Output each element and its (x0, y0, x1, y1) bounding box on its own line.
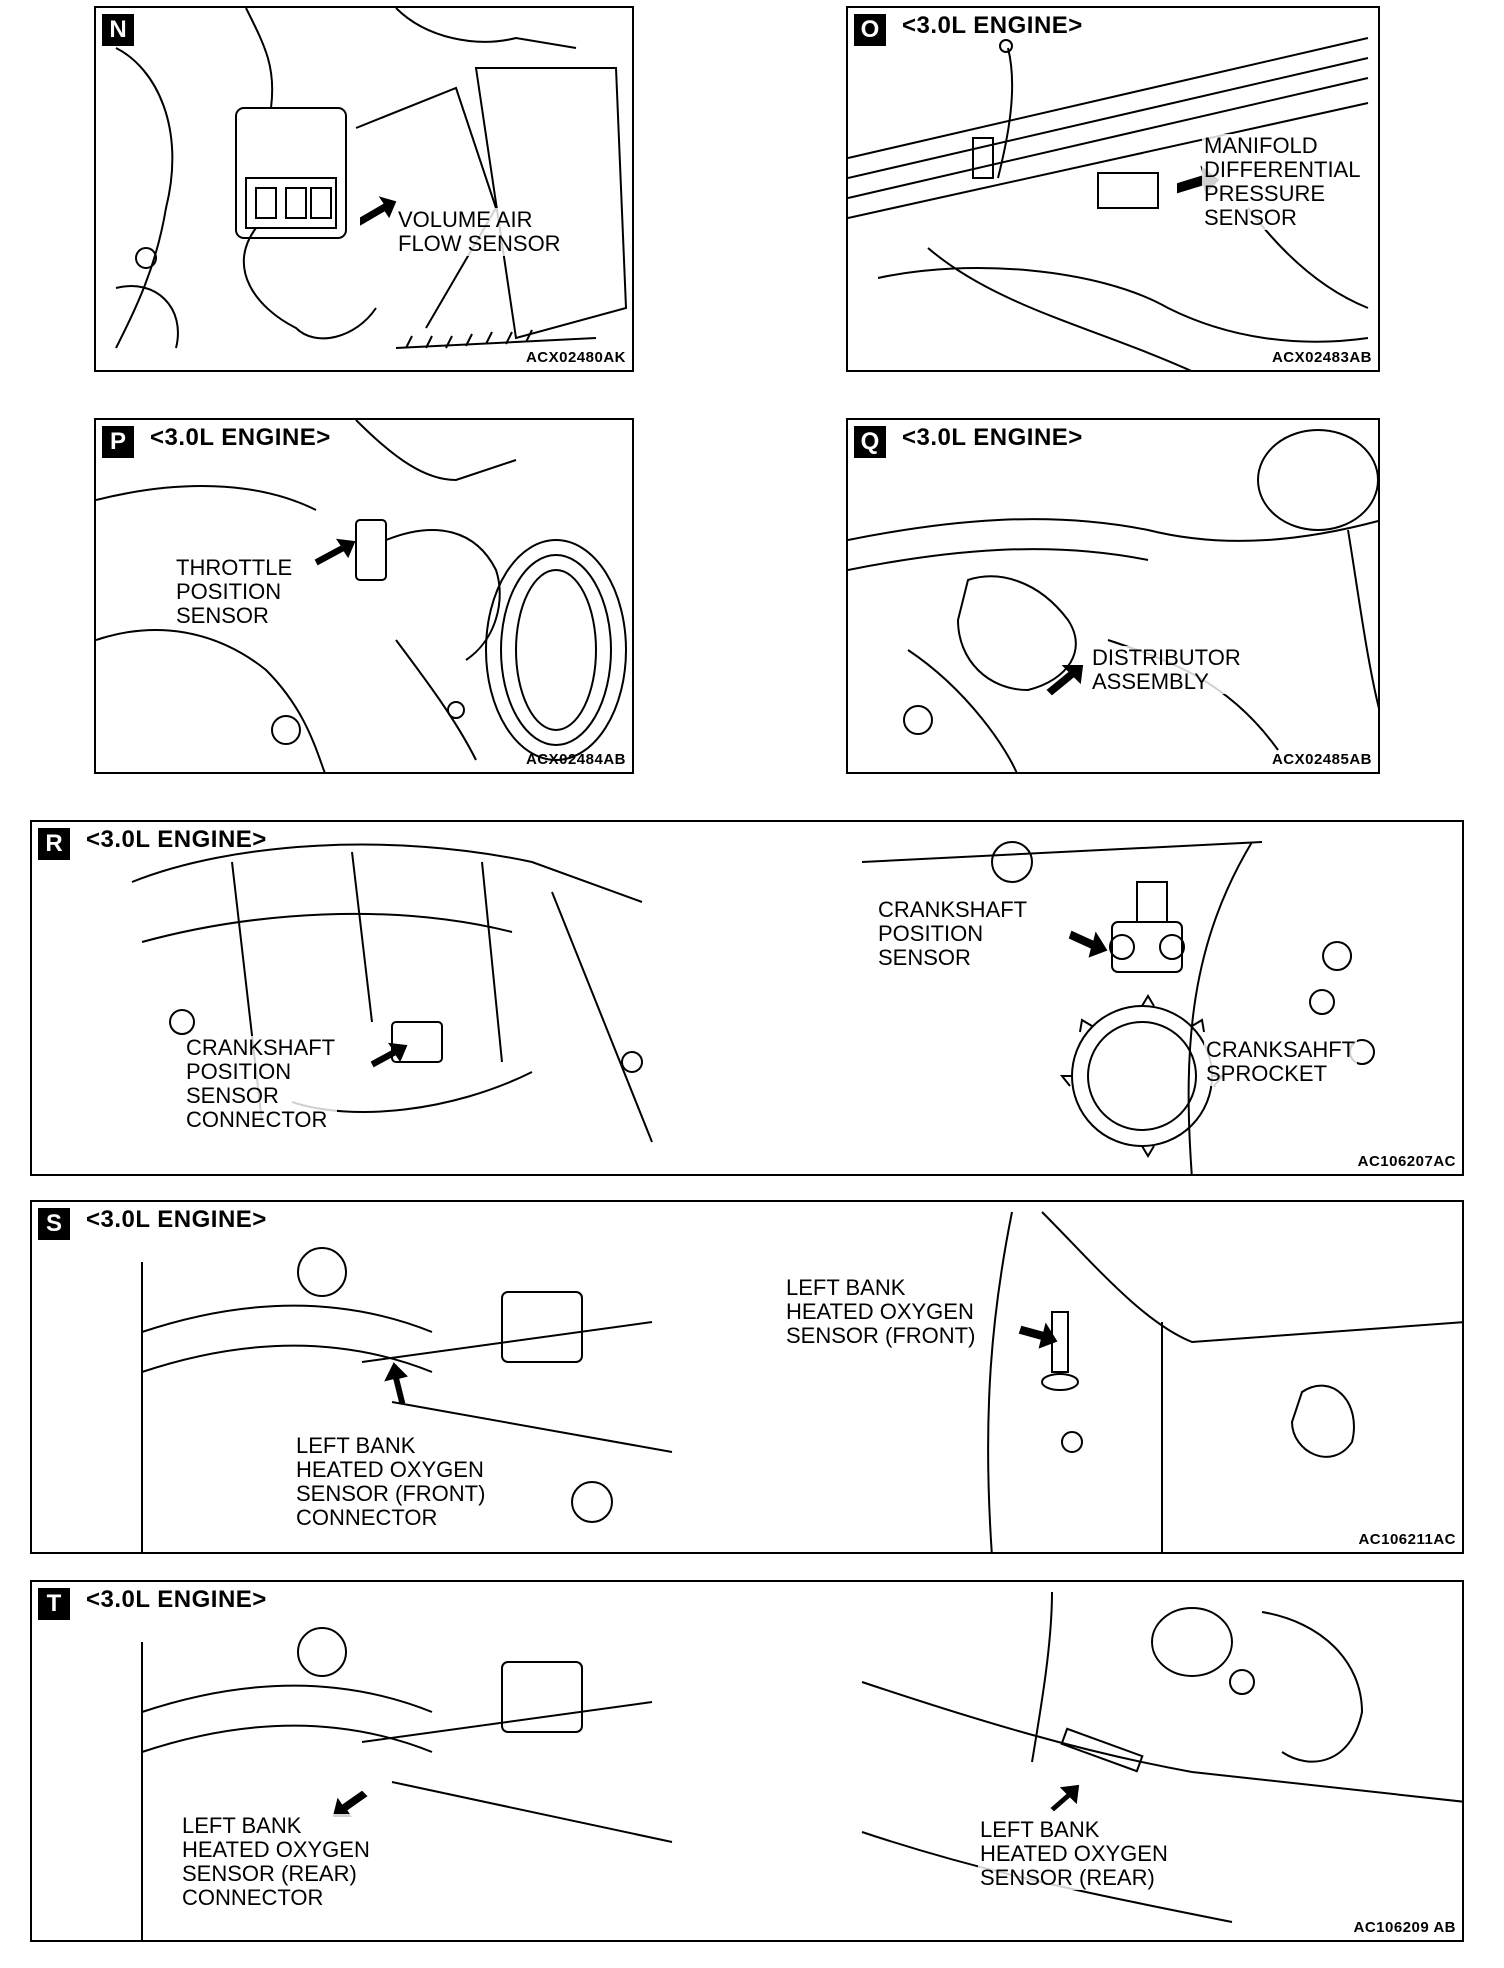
label-throttle-position-sensor: THROTTLE POSITION SENSOR (174, 555, 295, 628)
panel-letter-badge: S (38, 1208, 70, 1240)
label-crankshaft-sprocket: CRANKSAHFT SPROCKET (1204, 1037, 1358, 1086)
label-left-bank-heated-oxygen-sensor-front: LEFT BANK HEATED OXYGEN SENSOR (FRONT) (784, 1275, 978, 1348)
panel-r: R <3.0L ENGINE> CRANKSHAFT POSITION SENS… (30, 820, 1464, 1176)
figure-code: AC106209 AB (1353, 1919, 1456, 1936)
illustration-volume-air-flow-sensor (115, 8, 628, 349)
label-left-bank-heated-oxygen-sensor-rear: LEFT BANK HEATED OXYGEN SENSOR (REAR) (978, 1817, 1170, 1890)
panel-o: O <3.0L ENGINE> MANIFOLD DIFFERENTIAL PR… (846, 6, 1380, 372)
engine-tag: <3.0L ENGINE> (86, 1206, 267, 1233)
figure-code: AC106207AC (1357, 1153, 1456, 1170)
illustration-left-bank-heated-oxygen-sensor-rear (141, 1591, 1462, 1940)
label-manifold-differential-pressure-sensor: MANIFOLD DIFFERENTIAL PRESSURE SENSOR (1202, 133, 1363, 230)
label-crankshaft-position-sensor-connector: CRANKSHAFT POSITION SENSOR CONNECTOR (184, 1035, 338, 1132)
figure-code: ACX02484AB (525, 751, 626, 768)
panel-letter-badge: R (38, 828, 70, 860)
label-crankshaft-position-sensor: CRANKSHAFT POSITION SENSOR (876, 897, 1030, 970)
panel-letter-badge: P (102, 426, 134, 458)
illustration-distributor-assembly (848, 429, 1378, 772)
engine-tag: <3.0L ENGINE> (902, 424, 1083, 451)
figure-code: AC106211AC (1358, 1531, 1456, 1548)
panel-letter-badge: O (854, 14, 886, 46)
illustration-left-bank-heated-oxygen-sensor-front (141, 1211, 1462, 1552)
engine-tag: <3.0L ENGINE> (150, 424, 331, 451)
panel-letter-badge: N (102, 14, 134, 46)
panel-n: N VOLUME AIR FLOW SENSOR ACX02480AK (94, 6, 634, 372)
figure-code: ACX02480AK (525, 349, 626, 366)
engine-tag: <3.0L ENGINE> (902, 12, 1083, 39)
engine-tag: <3.0L ENGINE> (86, 1586, 267, 1613)
panel-s: S <3.0L ENGINE> LEFT BANK HEATED OXYGEN … (30, 1200, 1464, 1554)
illustration-throttle-position-sensor (96, 420, 627, 772)
panel-p: P <3.0L ENGINE> THROTTLE POSITION SENSOR… (94, 418, 634, 774)
label-left-bank-heated-oxygen-sensor-front-connector: LEFT BANK HEATED OXYGEN SENSOR (FRONT) C… (294, 1433, 488, 1530)
panel-q: Q <3.0L ENGINE> DISTRIBUTOR ASSEMBLY ACX… (846, 418, 1380, 774)
panel-letter-badge: T (38, 1588, 70, 1620)
engine-tag: <3.0L ENGINE> (86, 826, 267, 853)
figure-code: ACX02483AB (1271, 349, 1372, 366)
figure-code: ACX02485AB (1271, 751, 1372, 768)
panel-t: T <3.0L ENGINE> LEFT BANK HEATED OXYGEN … (30, 1580, 1464, 1942)
label-distributor-assembly: DISTRIBUTOR ASSEMBLY (1090, 645, 1243, 694)
label-left-bank-heated-oxygen-sensor-rear-connector: LEFT BANK HEATED OXYGEN SENSOR (REAR) CO… (180, 1813, 372, 1910)
label-volume-air-flow-sensor: VOLUME AIR FLOW SENSOR (396, 207, 563, 256)
panel-letter-badge: Q (854, 426, 886, 458)
